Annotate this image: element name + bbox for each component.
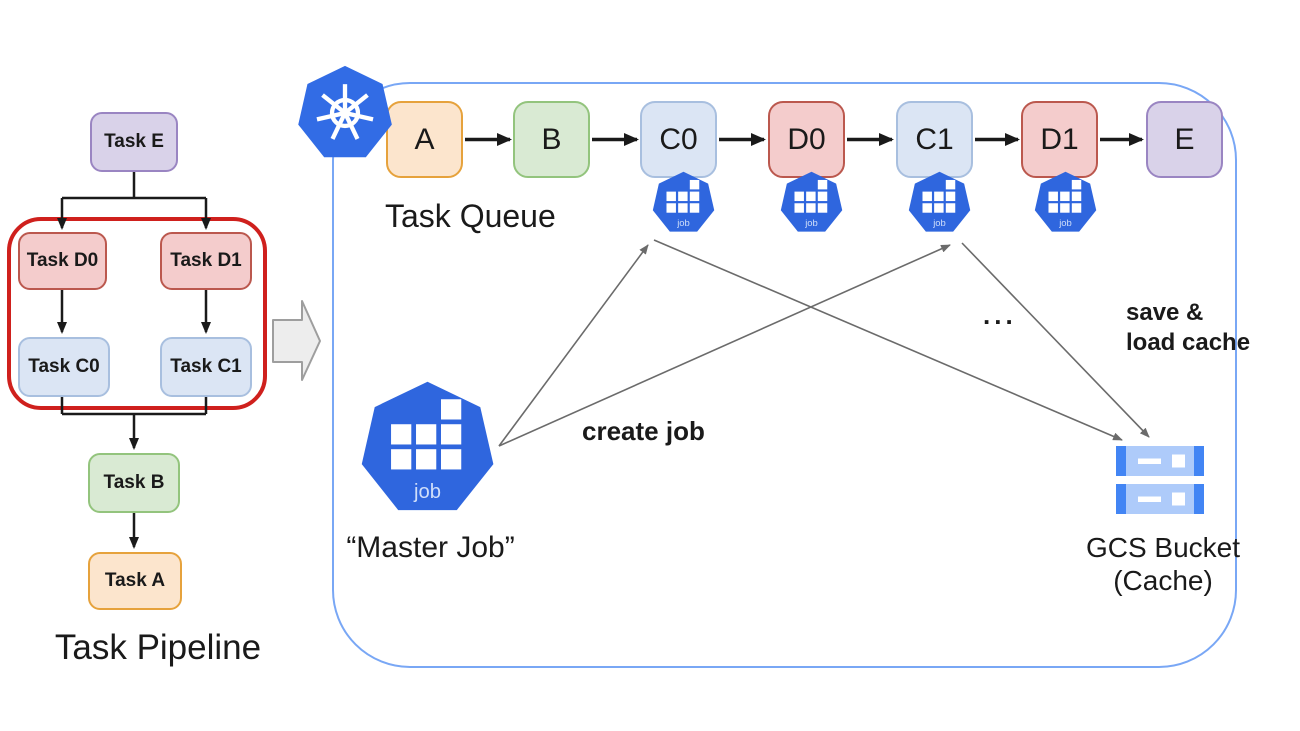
queue-node-label: E [1174, 122, 1195, 156]
pipeline-node-task-d0: Task D0 [18, 232, 107, 290]
job-icon-label: job [804, 218, 818, 229]
create-job-label: create job [582, 416, 705, 446]
queue-node-b: B [513, 101, 590, 178]
gcs-bucket-icon [1116, 446, 1204, 514]
pipeline-node-label: Task C1 [170, 356, 242, 377]
job-icon-label: job [932, 218, 946, 229]
queue-node-a: A [386, 101, 463, 178]
queue-node-label: D1 [1040, 122, 1079, 156]
pipeline-title: Task Pipeline [54, 628, 262, 667]
ellipsis-label: ... [983, 300, 1017, 330]
pipeline-node-task-b: Task B [88, 453, 180, 513]
gcs-bucket-line1: GCS Bucket [1085, 532, 1241, 563]
save-load-cache-line1: save & [1126, 299, 1204, 326]
pipeline-node-task-d1: Task D1 [160, 232, 252, 290]
k8s-cluster-panel [332, 82, 1237, 668]
gcs-bar-top [1116, 446, 1204, 476]
queue-node-c0: C0 [640, 101, 717, 178]
pipeline-node-label: Task B [103, 472, 165, 493]
queue-node-d0: D0 [768, 101, 845, 178]
job-icon-label: job [676, 218, 690, 229]
parallel-group-outline [7, 217, 267, 410]
pipeline-node-task-c1: Task C1 [160, 337, 252, 397]
queue-node-label: D0 [787, 122, 826, 156]
queue-node-label: B [541, 122, 562, 156]
queue-title: Task Queue [385, 198, 556, 234]
pipeline-node-label: Task A [104, 570, 166, 591]
kubernetes-icon [298, 65, 392, 158]
job-icon-label: job [1058, 218, 1072, 229]
queue-node-e: E [1146, 101, 1223, 178]
pipeline-node-label: Task C0 [28, 356, 100, 377]
job-icon-c0: job [652, 171, 715, 232]
master-job-label: “Master Job” [346, 531, 515, 564]
queue-node-c1: C1 [896, 101, 973, 178]
queue-node-label: A [414, 122, 435, 156]
pipeline-node-task-e: Task E [90, 112, 178, 172]
master-job-icon: job [361, 381, 494, 511]
job-icon-d0: job [780, 171, 843, 232]
queue-node-label: C0 [659, 122, 698, 156]
gcs-bucket-line2: (Cache) [1113, 565, 1213, 596]
gcs-bucket-label: GCS Bucket (Cache) [1083, 531, 1243, 597]
job-icon-label: job [413, 481, 441, 503]
job-icon-c1: job [908, 171, 971, 232]
queue-node-label: C1 [915, 122, 954, 156]
pipeline-node-label: Task E [104, 131, 164, 152]
pipeline-node-task-a: Task A [88, 552, 182, 610]
save-load-cache-line2: load cache [1126, 329, 1251, 356]
gcs-bar-bottom [1116, 484, 1204, 514]
pipeline-node-label: Task D1 [170, 250, 242, 271]
save-load-cache-label: save & load cache [1126, 298, 1250, 358]
queue-node-d1: D1 [1021, 101, 1098, 178]
transform-arrow [272, 300, 321, 381]
job-icon-d1: job [1034, 171, 1097, 232]
pipeline-node-task-c0: Task C0 [18, 337, 110, 397]
pipeline-node-label: Task D0 [26, 250, 99, 271]
